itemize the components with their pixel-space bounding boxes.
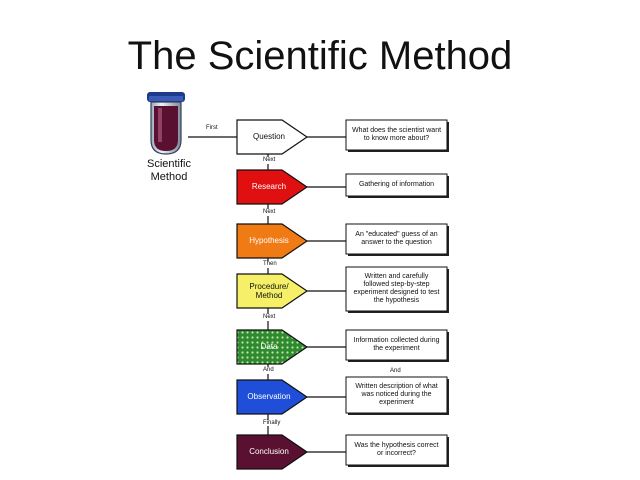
- research-description-line: Gathering of information: [358, 180, 435, 188]
- data-label: Data: [260, 342, 278, 352]
- hypothesis-desc-box: [345, 223, 448, 255]
- procedure-description-line: experiment designed to test: [353, 289, 440, 296]
- conclusion-description-line: or incorrect?: [377, 450, 416, 457]
- observation-desc-box: [345, 376, 448, 414]
- observation-description-line: Written description of what: [355, 382, 438, 390]
- connector-word-6: Finally: [262, 419, 282, 427]
- procedure-description-line: Written and carefully: [364, 272, 429, 280]
- connector-word-1: Next: [262, 157, 277, 164]
- question-arrow: [236, 119, 309, 155]
- procedure-label: Procedure/ Method: [249, 281, 289, 300]
- procedure-arrow: [236, 273, 309, 309]
- hypothesis-description-line: An "educated" guess of an: [355, 230, 438, 238]
- question-desc-box: [345, 119, 448, 151]
- scientific-method-label: Scientific Method: [130, 158, 208, 183]
- side-label-line1: Scientific: [146, 158, 192, 170]
- connector-word-first: First: [206, 125, 218, 131]
- research-desc-box: [345, 173, 448, 197]
- connector-word-extra: And: [390, 368, 401, 374]
- hypothesis-arrow: [236, 223, 309, 259]
- connector-word-4: Next: [262, 314, 277, 321]
- hypothesis-description-line: answer to the question: [361, 239, 432, 246]
- observation-label: Observation: [247, 392, 291, 402]
- conclusion-desc-box: [345, 434, 448, 466]
- data-description-line: Information collected during: [353, 336, 440, 344]
- connector-word-5: And: [262, 367, 275, 374]
- procedure-description-line: followed step-by-step: [363, 280, 430, 288]
- hypothesis-label: Hypothesis: [249, 236, 289, 246]
- procedure-description-line: the hypothesis: [373, 297, 420, 305]
- data-desc-box: [345, 329, 448, 361]
- observation-description-line: experiment: [379, 399, 414, 407]
- conclusion-arrow: [236, 434, 309, 470]
- observation-arrow: [236, 379, 309, 415]
- side-label-line2: Method: [150, 170, 188, 183]
- research-description: Gathering of information: [346, 174, 447, 196]
- data-description-line: the experiment: [373, 345, 420, 352]
- conclusion-label: Conclusion: [249, 447, 289, 457]
- question-description-line: to know more about?: [363, 135, 430, 142]
- observation-description-line: was noticed during the: [361, 390, 432, 398]
- question-label: Question: [252, 132, 286, 142]
- data-arrow: [236, 329, 309, 365]
- connector-word-3: Then: [262, 261, 278, 268]
- conclusion-description-line: Was the hypothesis correct: [354, 441, 439, 449]
- research-label: Research: [251, 182, 287, 192]
- research-arrow: [236, 169, 309, 205]
- connector-word-2: Next: [262, 209, 277, 216]
- test-tube-icon: [147, 92, 185, 155]
- page-title: The Scientific Method: [127, 34, 513, 78]
- question-description-line: What does the scientist want: [351, 126, 442, 134]
- procedure-desc-box: [345, 266, 448, 312]
